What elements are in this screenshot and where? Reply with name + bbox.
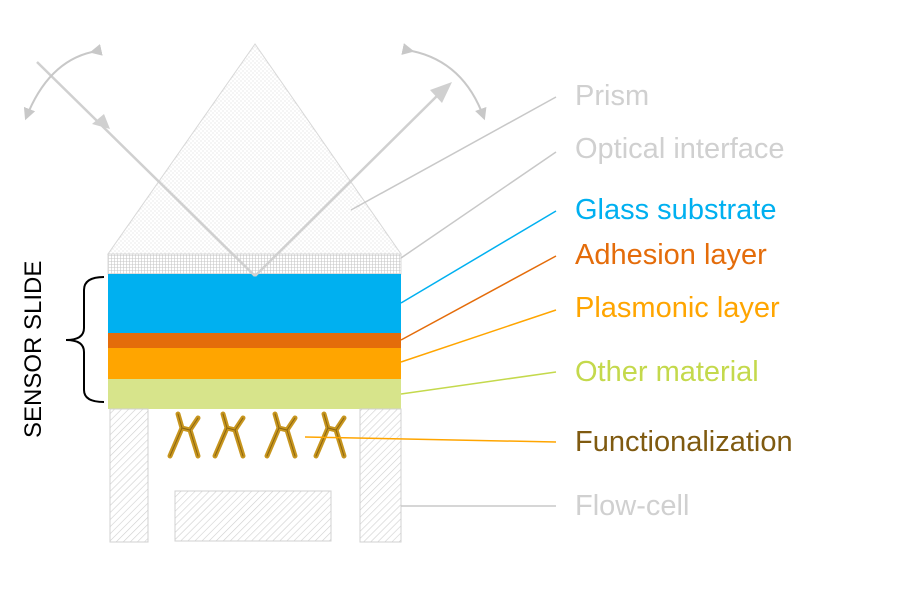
prism-label: Prism [575,80,650,112]
prism-shape [107,43,402,255]
flow-cell-label: Flow-cell [575,490,690,522]
optical-interface-layer [107,253,402,275]
incident-ray-arrowhead-icon [92,114,110,129]
plasmonic-layer-leader-line [400,309,557,363]
functionalization-leader-line [304,436,557,443]
other-material-band [108,379,401,409]
reflected-angle-rotation-arrow-icon [401,43,487,121]
glass-substrate-leader-line [400,210,557,304]
reflected-light-ray [254,89,444,277]
functionalization-label: Functionalization [575,426,793,458]
glass-substrate-layer [108,274,401,333]
plasmonic-layer-band [108,348,401,379]
adhesion-layer-band [108,333,401,348]
sensor-slide-label: SENSOR SLIDE [20,260,47,438]
antibody-icon [212,411,246,459]
other-material-leader-line [400,371,557,395]
sensor-slide-brace [65,276,105,403]
optical-interface-label: Optical interface [575,133,785,165]
incident-angle-rotation-arrow-icon [23,44,103,121]
adhesion-layer-leader-line [400,255,557,341]
plasmonic-layer-label: Plasmonic layer [575,292,780,324]
flow-cell-right-wall [359,408,402,543]
optical-interface-leader-line [400,151,557,259]
antibody-icon [264,411,298,459]
prism-leader-line [350,96,557,211]
glass-substrate-label: Glass substrate [575,194,777,226]
other-material-label: Other material [575,356,759,388]
antibody-icon [167,411,201,459]
flow-cell-left-wall [109,408,149,543]
flow-cell-bottom-block [174,490,332,542]
antibody-icon [313,411,347,459]
adhesion-layer-label: Adhesion layer [575,239,767,271]
